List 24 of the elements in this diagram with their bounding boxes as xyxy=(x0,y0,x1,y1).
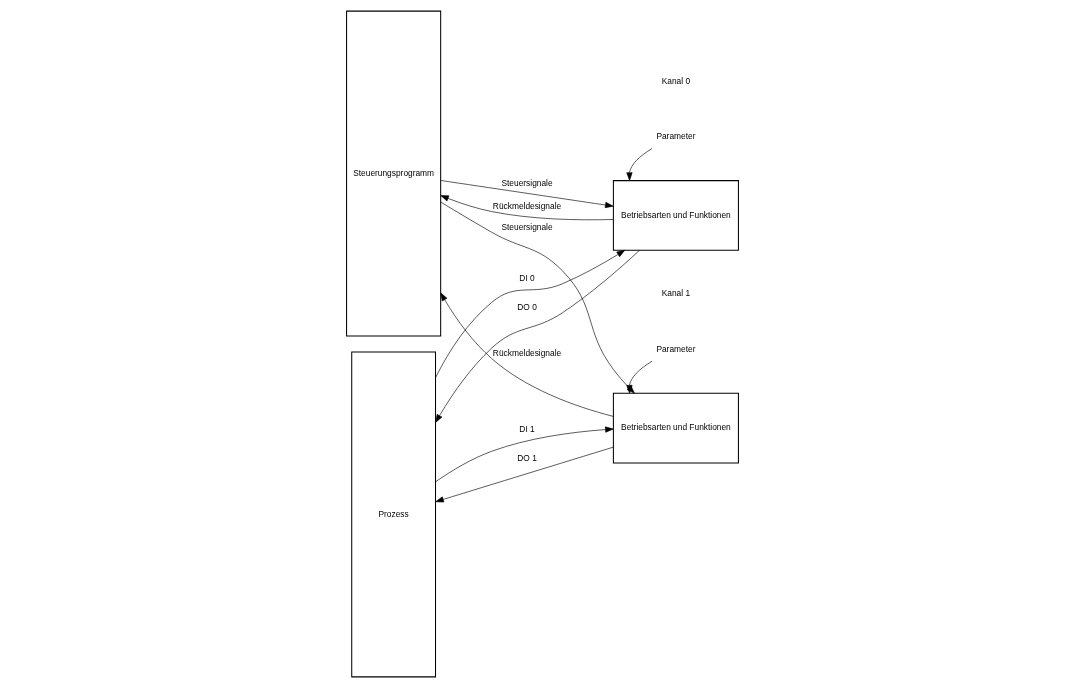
arrow xyxy=(439,195,614,221)
node-text: Parameter xyxy=(655,343,695,354)
arrow xyxy=(440,180,613,208)
edge-label: Steuersignale xyxy=(500,178,553,189)
label: Kanal 0 xyxy=(661,75,690,86)
arrow xyxy=(434,446,614,503)
node-box: Steuerungsprogramm xyxy=(345,10,441,337)
edge-label: Steuersignale xyxy=(500,221,553,232)
edge-label: DI 1 xyxy=(518,424,535,435)
arrow xyxy=(434,250,640,423)
edge-label: Rückmeldesignale xyxy=(492,348,561,359)
edge-label: Rückmeldesignale xyxy=(492,201,561,212)
node-box: Betriebsarten und Funktionen xyxy=(612,392,739,464)
arrow xyxy=(434,426,614,483)
edge-label: DO 0 xyxy=(516,302,537,313)
label: Kanal 1 xyxy=(661,288,690,299)
arrow xyxy=(434,250,625,378)
edge-label: DO 1 xyxy=(516,452,537,463)
node-box: Prozess xyxy=(350,351,436,678)
node-box: Betriebsarten und Funktionen xyxy=(612,180,739,251)
arrow xyxy=(625,148,652,181)
edge-label: DI 0 xyxy=(518,273,535,284)
node-text: Parameter xyxy=(655,130,695,141)
arrow xyxy=(439,292,613,417)
